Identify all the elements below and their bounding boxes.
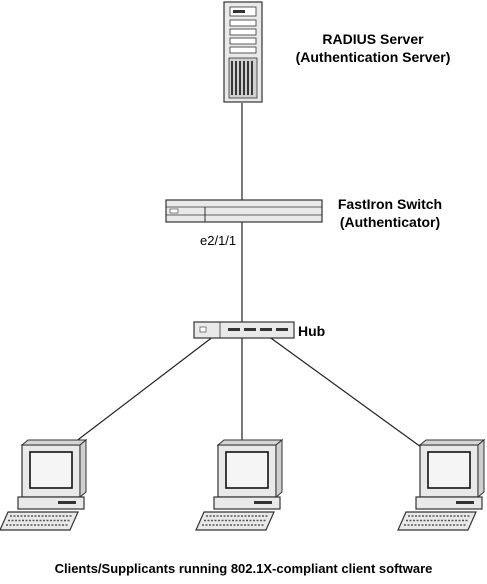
radius-server-label-line2: (Authentication Server) [295,49,451,65]
radius-server-label-line1: RADIUS Server [322,31,424,47]
switch-icon [165,199,323,223]
computer-icon [397,438,486,531]
hub-icon [193,321,295,339]
server-icon [223,1,263,103]
switch-port-label: e2/1/1 [200,233,237,248]
switch-label-line2: (Authenticator) [339,214,441,230]
hub-label: Hub [298,323,326,339]
clients-caption: Clients/Supplicants running 802.1X-compl… [54,561,433,576]
switch-label: FastIron Switch (Authenticator) [320,195,460,231]
radius-server-label: RADIUS Server (Authentication Server) [262,30,484,66]
clients-group [0,438,486,531]
switch-label-line1: FastIron Switch [337,196,443,212]
computer-icon [195,438,284,531]
computer-icon [0,438,88,531]
connection-lines [57,103,433,456]
hub-client-right-link [267,335,433,456]
hub-client-left-link [57,335,215,456]
